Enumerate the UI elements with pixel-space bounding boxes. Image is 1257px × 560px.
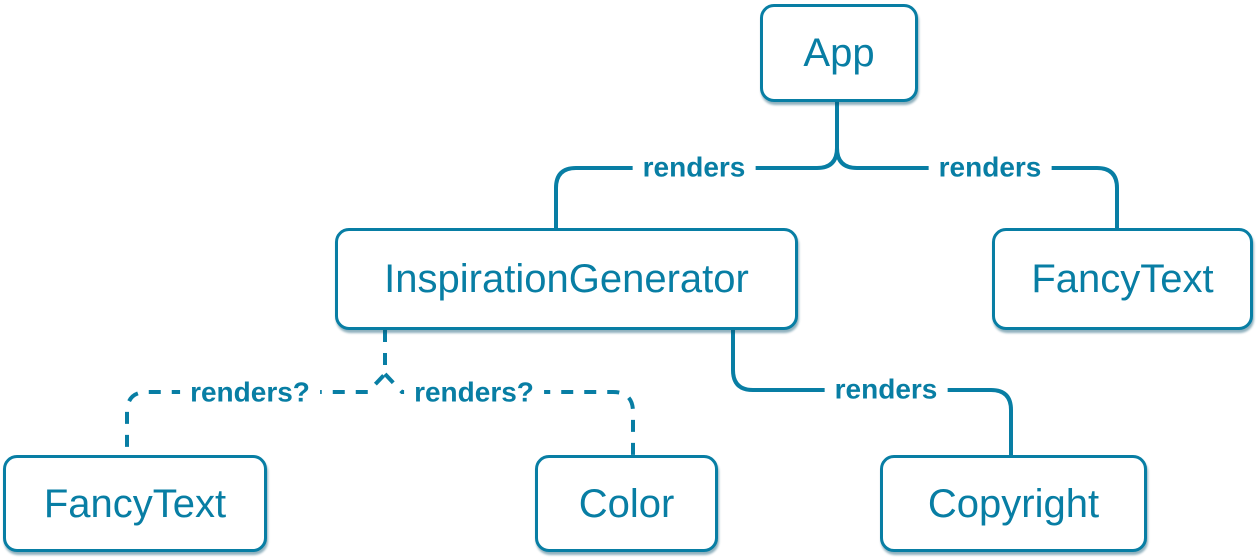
edge-label-renders-conditional-left: renders? xyxy=(180,375,320,411)
node-app: App xyxy=(760,4,918,102)
node-fancy-text-bottom: FancyText xyxy=(3,455,267,552)
node-copyright: Copyright xyxy=(880,455,1147,552)
edge-label-renders-conditional-right: renders? xyxy=(404,375,544,411)
node-color: Color xyxy=(535,455,718,552)
edge-inspirationgenerator-color-conditional xyxy=(383,372,635,455)
node-fancy-text-top: FancyText xyxy=(992,228,1253,330)
edge-app-fancytext xyxy=(835,147,1119,228)
node-inspiration-generator: InspirationGenerator xyxy=(335,228,798,330)
edge-label-renders-right: renders xyxy=(928,150,1052,186)
edge-label-renders-bottom: renders xyxy=(824,372,948,408)
edge-label-renders-left: renders xyxy=(632,150,756,186)
